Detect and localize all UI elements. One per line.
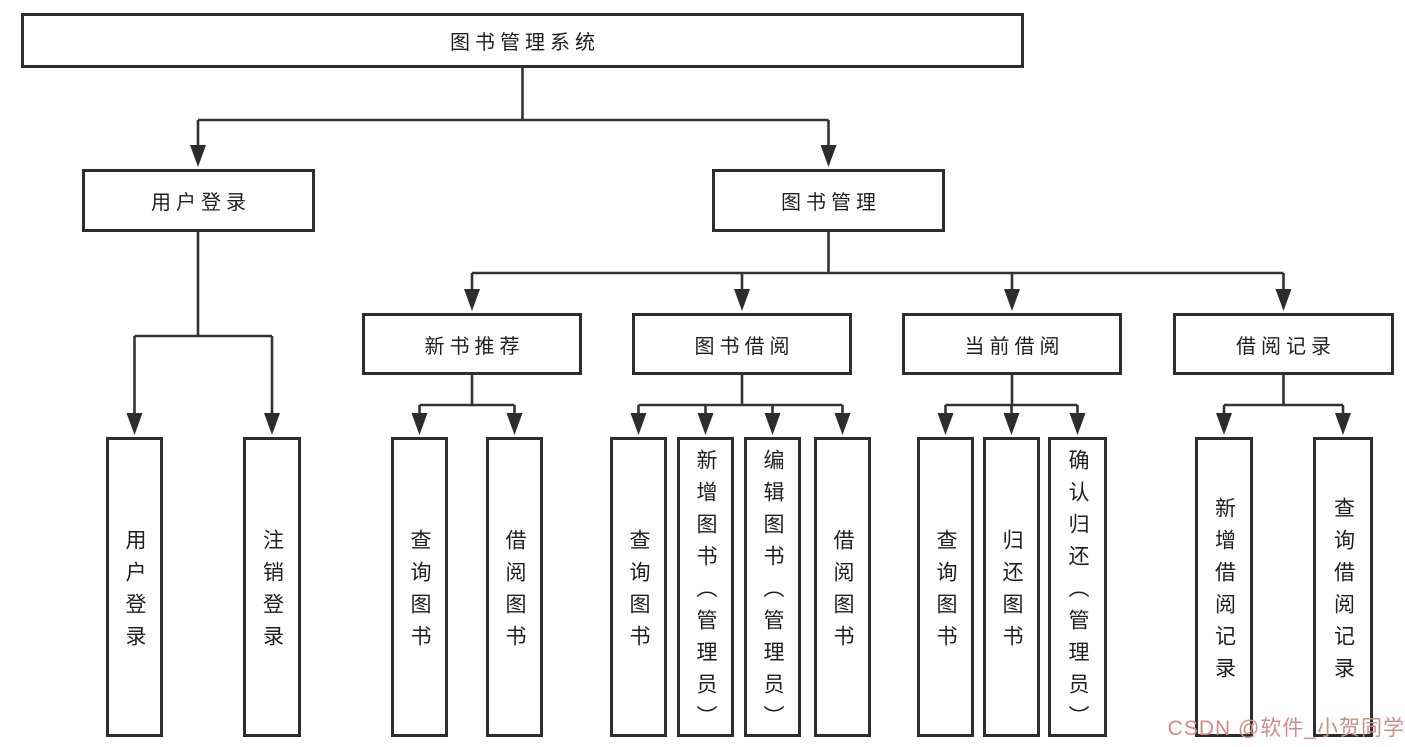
leaf-cb-query-book-label: 查询图书 xyxy=(934,528,957,657)
leaf-nb-query-book-label: 查询图书 xyxy=(408,528,431,657)
node-current-borrow: 当前借阅 xyxy=(902,313,1122,375)
leaf-bb-add-book-label: 新增图书（管理员） xyxy=(694,448,717,737)
leaf-bb-query-book-label: 查询图书 xyxy=(627,528,650,657)
leaf-bb-query-book: 查询图书 xyxy=(610,437,667,737)
node-root: 图书管理系统 xyxy=(21,13,1024,68)
node-book-management-label: 图书管理 xyxy=(781,192,881,214)
leaf-cb-confirm-return: 确认归还（管理员） xyxy=(1048,437,1107,737)
leaf-cb-query-book: 查询图书 xyxy=(917,437,974,737)
node-user-login-label: 用户登录 xyxy=(151,192,251,214)
leaf-bb-edit-book: 编辑图书（管理员） xyxy=(744,437,801,737)
leaf-logout-label: 注销登录 xyxy=(260,528,284,657)
node-current-borrow-label: 当前借阅 xyxy=(964,335,1065,358)
leaf-bb-borrow-book-label: 借阅图书 xyxy=(831,528,854,657)
leaf-user-login: 用户登录 xyxy=(106,437,163,737)
leaf-user-login-label: 用户登录 xyxy=(123,528,146,657)
leaf-nb-borrow-book: 借阅图书 xyxy=(486,437,543,737)
node-borrow-records: 借阅记录 xyxy=(1173,313,1394,375)
leaf-br-add-record: 新增借阅记录 xyxy=(1195,437,1253,737)
node-borrow-records-label: 借阅记录 xyxy=(1236,335,1336,358)
leaf-nb-borrow-book-label: 借阅图书 xyxy=(503,528,526,657)
node-root-label: 图书管理系统 xyxy=(450,32,600,54)
arrowheads xyxy=(126,145,1351,435)
leaf-nb-query-book: 查询图书 xyxy=(391,437,448,737)
csdn-watermark: CSDN @软件_小贺同学 xyxy=(1167,717,1405,740)
leaf-bb-borrow-book: 借阅图书 xyxy=(814,437,871,737)
node-new-book-recommend: 新书推荐 xyxy=(362,313,582,375)
node-book-borrow-label: 图书借阅 xyxy=(694,335,795,358)
leaf-bb-add-book: 新增图书（管理员） xyxy=(677,437,734,737)
leaf-bb-edit-book-label: 编辑图书（管理员） xyxy=(761,448,784,737)
leaf-br-add-record-label: 新增借阅记录 xyxy=(1212,496,1236,689)
node-new-book-recommend-label: 新书推荐 xyxy=(424,335,525,358)
leaf-cb-confirm-return-label: 确认归还（管理员） xyxy=(1066,448,1089,737)
node-book-borrow: 图书借阅 xyxy=(632,313,852,375)
node-book-management: 图书管理 xyxy=(712,169,945,232)
leaf-br-query-record-label: 查询借阅记录 xyxy=(1331,496,1355,689)
leaf-cb-return-book: 归还图书 xyxy=(983,437,1040,737)
leaf-logout: 注销登录 xyxy=(243,437,301,737)
leaf-cb-return-book-label: 归还图书 xyxy=(1000,528,1023,657)
leaf-br-query-record: 查询借阅记录 xyxy=(1313,437,1373,737)
node-user-login: 用户登录 xyxy=(82,169,315,232)
